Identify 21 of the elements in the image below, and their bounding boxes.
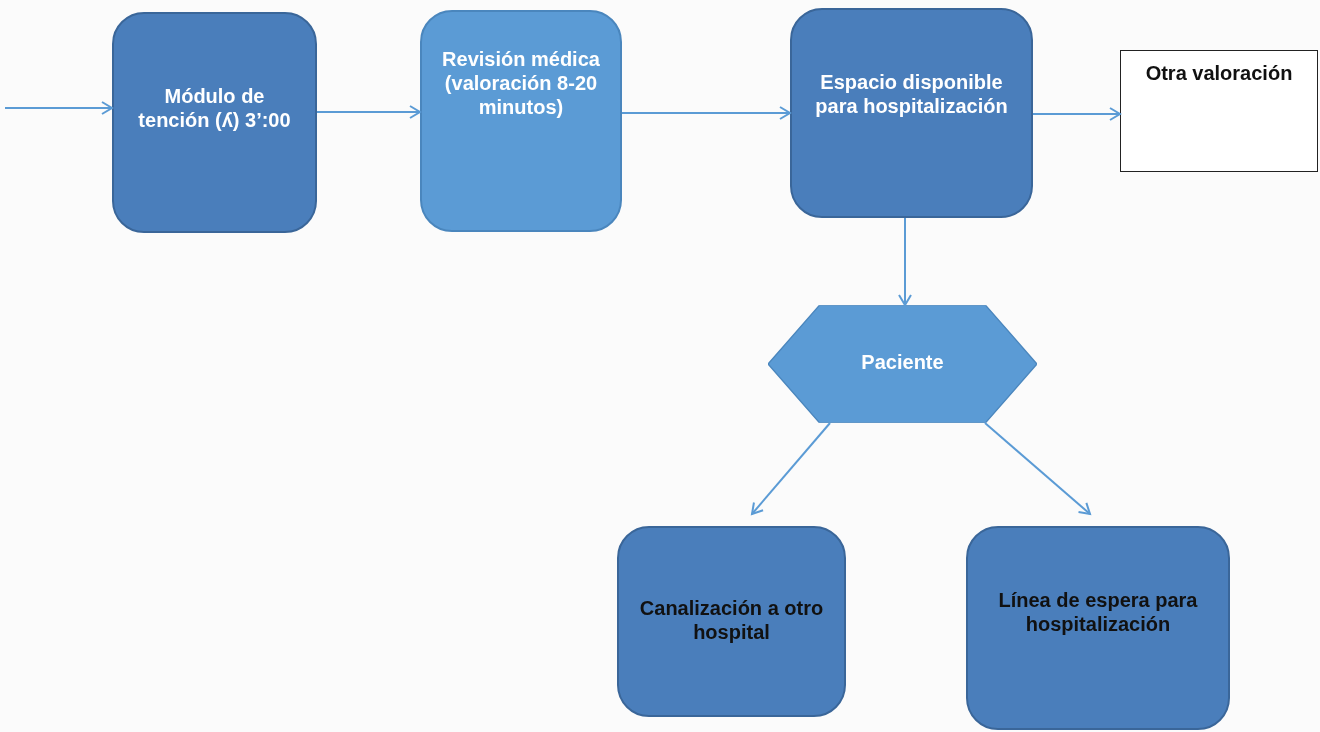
process-box: [420, 10, 622, 232]
process-box: [617, 526, 846, 717]
node-label: Módulo de tención (ʎ) 3’:00: [137, 84, 292, 132]
decision-hexagon: [768, 305, 1037, 423]
node-label: Canalización a otro hospital: [638, 596, 825, 644]
node-label: Línea de espera para hospitalización: [997, 588, 1199, 636]
arrow: [1032, 107, 1121, 121]
arrow: [984, 422, 1091, 515]
node-label: Espacio disponible para hospitalización: [814, 70, 1009, 118]
arrow: [316, 105, 421, 119]
process-box: [790, 8, 1033, 218]
arrow: [4, 101, 113, 115]
process-box: [112, 12, 317, 233]
node-label: Otra valoración: [1145, 61, 1293, 85]
process-box: [966, 526, 1230, 730]
arrow: [898, 217, 912, 306]
arrow: [751, 422, 831, 515]
arrow: [621, 106, 791, 120]
node-label: Revisión médica (valoración 8-20 minutos): [441, 47, 601, 119]
outcome-box: [1120, 50, 1318, 172]
node-label: Paciente: [861, 350, 944, 374]
